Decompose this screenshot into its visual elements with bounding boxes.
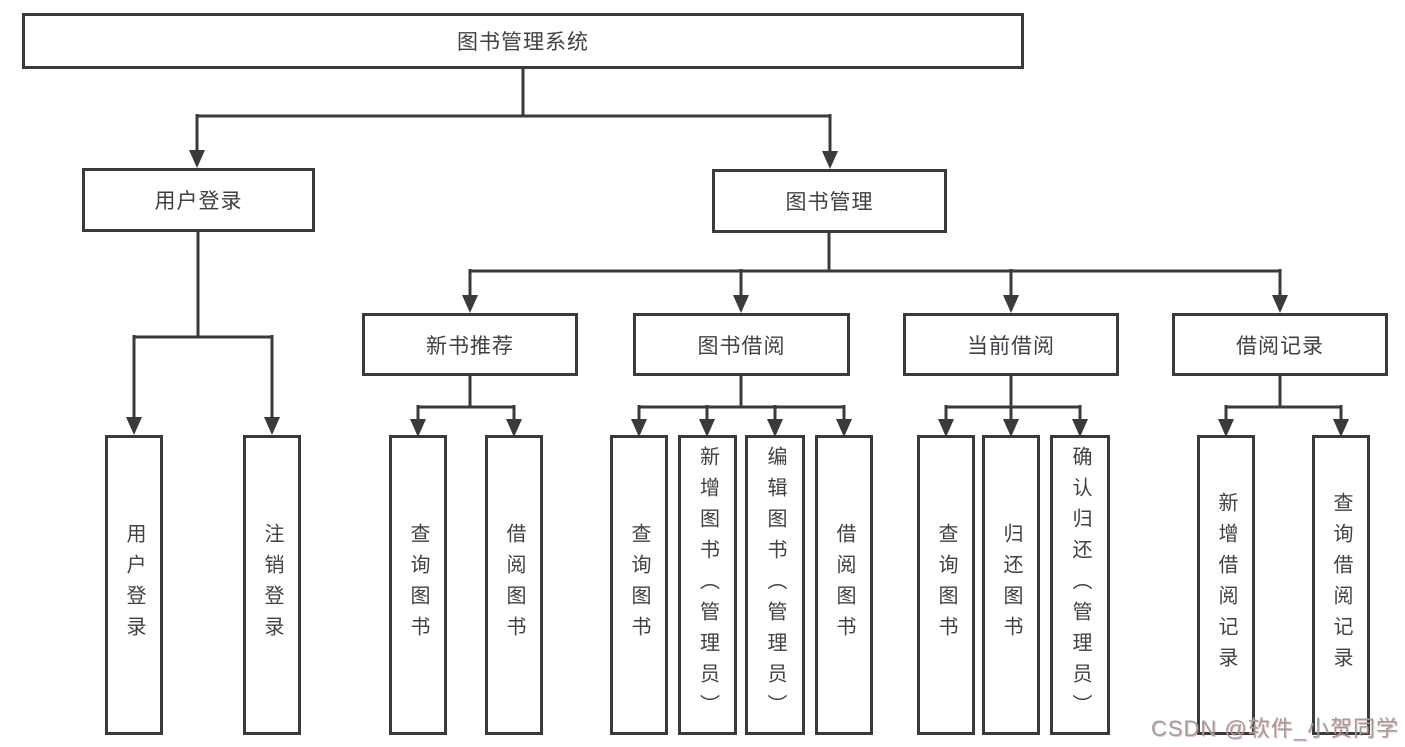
leaf-return-books-label: 归还图书 xyxy=(1000,523,1022,647)
node-root: 图书管理系统 xyxy=(22,13,1024,69)
node-root-label: 图书管理系统 xyxy=(457,31,589,54)
leaf-add-books-admin-label: 新增图书（管理员） xyxy=(696,445,719,725)
leaf-return-books: 归还图书 xyxy=(982,435,1040,735)
leaf-edit-books-admin-label: 编辑图书（管理员） xyxy=(764,445,786,725)
leaf-query-borrow-record-label: 查询借阅记录 xyxy=(1330,492,1352,678)
leaf-edit-books-admin: 编辑图书（管理员） xyxy=(745,435,805,735)
leaf-borrow-books-recommend: 借阅图书 xyxy=(485,435,543,735)
node-new-book-recommend-label: 新书推荐 xyxy=(426,334,514,358)
node-book-borrowing: 图书借阅 xyxy=(633,313,850,376)
leaf-add-books-admin: 新增图书（管理员） xyxy=(678,435,737,735)
leaf-add-borrow-record-label: 新增借阅记录 xyxy=(1215,492,1237,678)
csdn-watermark: CSDN @软件_小贺同学 xyxy=(1150,716,1399,741)
leaf-query-borrow-record: 查询借阅记录 xyxy=(1312,435,1370,735)
node-user-login-label: 用户登录 xyxy=(154,190,243,213)
leaf-add-borrow-record: 新增借阅记录 xyxy=(1197,435,1255,735)
node-new-book-recommend: 新书推荐 xyxy=(362,313,578,376)
node-book-management: 图书管理 xyxy=(712,169,947,233)
leaf-query-books-recommend-label: 查询图书 xyxy=(407,523,429,647)
leaf-query-books-current: 查询图书 xyxy=(917,435,975,735)
leaf-query-books-recommend: 查询图书 xyxy=(389,435,447,735)
leaf-user-login: 用户登录 xyxy=(105,435,163,735)
leaf-logout-label: 注销登录 xyxy=(261,523,283,647)
node-user-login: 用户登录 xyxy=(82,168,315,232)
node-borrowing-records-label: 借阅记录 xyxy=(1236,334,1324,358)
leaf-borrow-books-borrowing: 借阅图书 xyxy=(815,435,873,735)
node-borrowing-records: 借阅记录 xyxy=(1172,313,1388,376)
leaf-borrow-books-recommend-label: 借阅图书 xyxy=(503,523,525,647)
leaf-borrow-books-borrowing-label: 借阅图书 xyxy=(833,523,855,647)
leaf-query-books-borrowing: 查询图书 xyxy=(610,435,668,735)
node-current-borrowing-label: 当前借阅 xyxy=(967,334,1055,358)
leaf-logout: 注销登录 xyxy=(243,435,301,735)
leaf-query-books-current-label: 查询图书 xyxy=(935,523,957,647)
leaf-user-login-label: 用户登录 xyxy=(123,523,145,647)
node-book-borrowing-label: 图书借阅 xyxy=(697,334,786,358)
leaf-query-books-borrowing-label: 查询图书 xyxy=(628,523,650,647)
leaf-confirm-return-admin-label: 确认归还（管理员） xyxy=(1069,445,1091,725)
leaf-confirm-return-admin: 确认归还（管理员） xyxy=(1050,435,1110,735)
node-book-management-label: 图书管理 xyxy=(785,191,874,214)
node-current-borrowing: 当前借阅 xyxy=(903,313,1119,376)
